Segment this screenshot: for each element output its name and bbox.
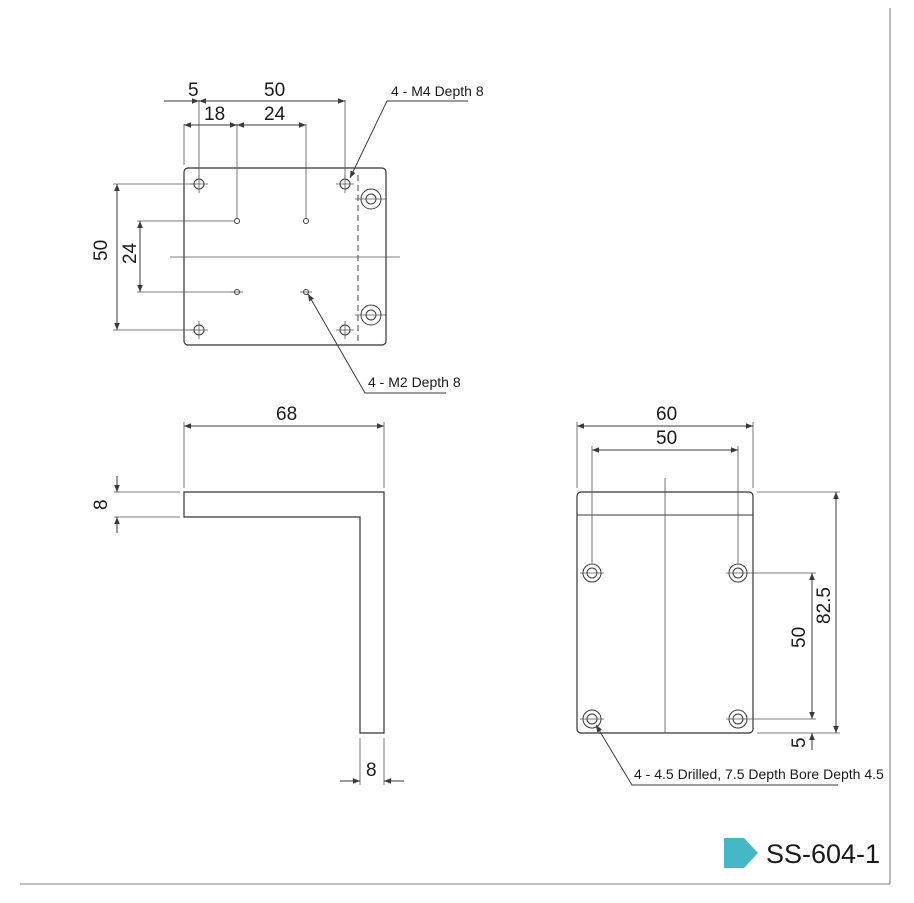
leader-bore-holes bbox=[595, 724, 838, 786]
note-m2-holes: 4 - M2 Depth 8 bbox=[368, 374, 461, 390]
dim-front-hole-spacing-y: 50 bbox=[789, 627, 810, 648]
dim-small-spacing-x: 24 bbox=[264, 104, 286, 125]
dim-thickness-vertical: 8 bbox=[366, 760, 377, 781]
m2-hole bbox=[234, 218, 240, 224]
top-view-plate bbox=[183, 167, 387, 346]
side-view-bracket bbox=[183, 491, 385, 734]
dim-hole-spacing-y: 50 bbox=[91, 240, 112, 261]
dim-height: 82.5 bbox=[814, 587, 835, 624]
dim-small-spacing-y: 24 bbox=[120, 242, 141, 264]
leader-m2 bbox=[307, 293, 446, 394]
leader-m4 bbox=[349, 100, 468, 179]
dim-width: 60 bbox=[656, 404, 677, 425]
front-view: 60 50 82.5 50 5 4 - 4.5 Drilled, 7.5 Dep… bbox=[576, 404, 884, 786]
model-label: SS-604-1 bbox=[724, 838, 880, 869]
dim-hole-spacing-x: 50 bbox=[264, 80, 285, 101]
model-number: SS-604-1 bbox=[766, 839, 880, 869]
dim-bottom-offset: 5 bbox=[789, 737, 810, 748]
m2-hole bbox=[303, 218, 309, 224]
side-view: 68 8 8 bbox=[91, 404, 404, 785]
top-view: 5 50 18 24 50 24 4 - M4 Depth 8 4 - M2 D… bbox=[91, 80, 484, 394]
dim-small-offset: 18 bbox=[204, 104, 225, 125]
dim-thickness-top: 8 bbox=[91, 499, 112, 510]
dim-length: 68 bbox=[276, 404, 297, 425]
dim-front-hole-spacing-x: 50 bbox=[656, 428, 677, 449]
note-m4-holes: 4 - M4 Depth 8 bbox=[391, 83, 484, 99]
note-bore-holes: 4 - 4.5 Drilled, 7.5 Depth Bore Depth 4.… bbox=[634, 766, 884, 782]
model-marker-icon bbox=[724, 838, 758, 868]
dim-edge-offset: 5 bbox=[188, 80, 199, 101]
